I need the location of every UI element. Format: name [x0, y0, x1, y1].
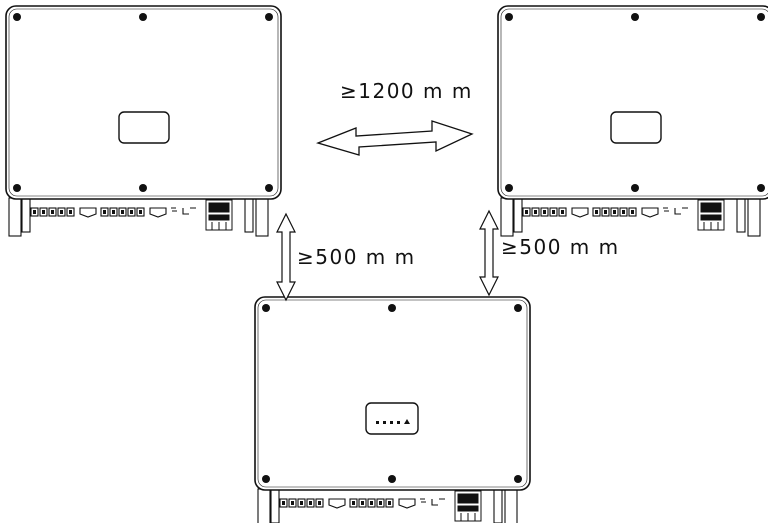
vertical-clearance-label-right: ≥500 m m	[501, 235, 620, 259]
display-window	[118, 111, 170, 144]
horizontal-clearance-arrow	[315, 120, 474, 156]
display-window	[610, 111, 662, 144]
inverter-top-left	[5, 5, 282, 237]
vertical-clearance-arrow-left	[276, 212, 296, 302]
led-display	[365, 402, 419, 435]
horizontal-clearance-label: ≥1200 m m	[340, 79, 473, 103]
vertical-clearance-label-left: ≥500 m m	[297, 245, 416, 269]
inverter-bottom	[254, 296, 531, 523]
vertical-clearance-arrow-right	[479, 209, 499, 297]
inverter-top-right	[497, 5, 768, 237]
